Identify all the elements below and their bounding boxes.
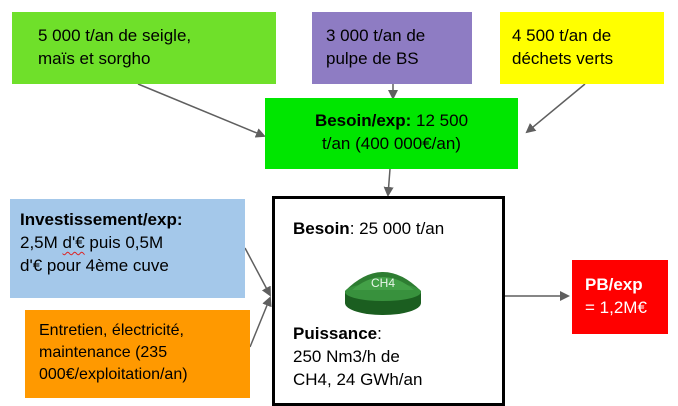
investissement-title: Investissement/exp: [20,210,183,229]
entretien-line1: Entretien, électricité, [39,322,184,339]
input-dechets-box: 4 500 t/an de déchets verts [500,12,664,84]
center-besoin-label: Besoin [293,219,350,238]
entretien-box: Entretien, électricité, maintenance (235… [25,310,250,398]
center-puissance-line2: 250 Nm3/h de [293,347,400,366]
besoin-exp-label: Besoin/exp: [314,111,412,130]
besoin-exp-value: 12 500 [411,111,469,130]
besoin-exp-line2: t/an (400 000€/an) [322,134,461,153]
arrow-invest-to-center [244,247,271,297]
methane-dome-icon: CH4 [345,272,421,315]
entretien-line3: 000€/exploitation/an) [39,366,188,383]
input-seigle-line2: maïs et sorgho [38,49,151,68]
center-puissance-label: Puissance [293,324,378,343]
investissement-line2-wavy: d'€ [62,233,85,252]
arrow-dechets-to-besoin [525,83,586,134]
center-besoin-value: : 25 000 t/an [349,219,445,238]
input-dechets-line2: déchets verts [512,49,614,68]
investissement-line2-post: puis 0,5M [84,233,164,252]
pb-exp-value: = 1,2M€ [585,298,647,317]
arrow-besoin-to-center [383,168,394,197]
input-pulpe-box: 3 000 t/an de pulpe de BS [312,12,472,84]
center-box: Besoin: 25 000 t/an CH4 Puissance: 250 N… [272,196,505,406]
arrow-seigle-to-besoin [137,83,266,138]
center-puissance-colon: : [377,324,382,343]
input-dechets-line1: 4 500 t/an de [512,26,612,45]
arrow-entretien-to-center [249,296,272,348]
investissement-line2-pre: 2,5M [20,233,63,252]
pb-exp-box: PB/exp = 1,2M€ [572,260,668,334]
methane-icon-label: CH4 [371,276,395,290]
input-pulpe-line2: pulpe de BS [326,49,419,68]
pb-exp-label: PB/exp [585,275,643,294]
center-puissance-line3: CH4, 24 GWh/an [293,370,423,389]
besoin-exp-box: Besoin/exp: 12 500 t/an (400 000€/an) [265,98,518,169]
investissement-line3: d'€ pour 4ème cuve [20,256,169,275]
input-seigle-box: 5 000 t/an de seigle, maïs et sorgho [12,12,276,84]
input-seigle-line1: 5 000 t/an de seigle, [38,26,192,45]
entretien-line2: maintenance (235 [39,344,168,361]
investissement-box: Investissement/exp: 2,5M d'€ puis 0,5M d… [10,199,245,298]
input-pulpe-line1: 3 000 t/an de [326,26,426,45]
